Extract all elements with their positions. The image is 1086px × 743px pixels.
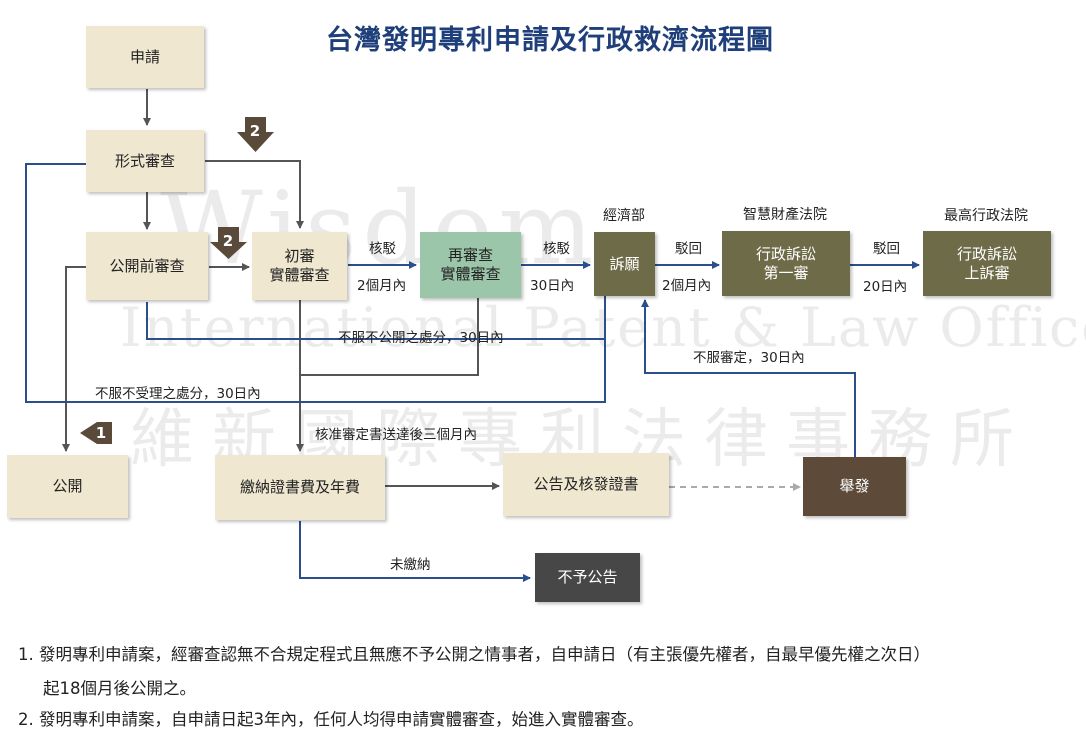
line-re-review-back bbox=[300, 298, 479, 376]
label-term-2-months-1: 2個月內 bbox=[357, 278, 407, 294]
badge-number-2-mid: 2 bbox=[222, 232, 234, 250]
re-review-line1: 再審查 bbox=[447, 246, 493, 264]
line-no-accept-to-petition bbox=[25, 163, 606, 403]
box-apply: 申請 bbox=[86, 26, 204, 88]
label-reject-2: 核駁 bbox=[543, 241, 570, 257]
box-re-review: 再審查 實體審查 bbox=[420, 232, 521, 298]
admin-appeal-line1: 行政訴訟 bbox=[956, 244, 1017, 263]
badge-number-1: 1 bbox=[95, 424, 107, 442]
box-publication: 公開 bbox=[7, 455, 128, 518]
box-pay-fees: 繳納證書費及年費 bbox=[215, 455, 385, 520]
re-review-line2: 實體審查 bbox=[440, 265, 501, 283]
box-initial-review: 初審 實體審查 bbox=[252, 232, 347, 300]
badge-arrow-shape-1 bbox=[237, 117, 274, 152]
note-1: 1. 發明專利申請案，經審查認無不合規定程式且無應不予公開之情事者，自申請日（有… bbox=[18, 643, 930, 667]
note-2-number: 2. bbox=[18, 710, 34, 729]
box-pre-publication-review: 公開前審查 bbox=[86, 232, 208, 300]
org-ip-court: 智慧財產法院 bbox=[743, 207, 827, 223]
note-1-number: 1. bbox=[18, 645, 34, 664]
box-announce-issue: 公告及核發證書 bbox=[503, 453, 669, 516]
label-reject-1: 核駁 bbox=[369, 241, 396, 257]
note-2-text: 發明專利申請案，自申請日起3年內，任何人均得申請實體審查，始進入實體審查。 bbox=[39, 710, 644, 729]
label-term-20-days: 20日內 bbox=[863, 279, 908, 295]
label-term-30-days: 30日內 bbox=[530, 278, 575, 294]
note-1-text: 發明專利申請案，經審查認無不合規定程式且無應不予公開之情事者，自申請日（有主張優… bbox=[39, 645, 930, 664]
arrow-invalidation-to-petition bbox=[641, 299, 856, 457]
label-invalidation-appeal: 不服審定，30日內 bbox=[693, 350, 805, 366]
note-2: 2. 發明專利申請案，自申請日起3年內，任何人均得申請實體審查，始進入實體審查。 bbox=[18, 708, 644, 732]
org-moea: 經濟部 bbox=[603, 208, 645, 224]
box-admin-litigation-appeal: 行政訴訟 上訴審 bbox=[923, 231, 1051, 296]
badge-arrow-shape-2 bbox=[210, 227, 247, 259]
badge-number-2-top: 2 bbox=[249, 122, 261, 140]
box-invalidation: 舉發 bbox=[803, 457, 906, 516]
box-petition: 訴願 bbox=[594, 232, 655, 296]
label-term-2-months-2: 2個月內 bbox=[662, 278, 712, 294]
box-admin-litigation-first: 行政訴訟 第一審 bbox=[722, 231, 850, 296]
admin-first-line1: 行政訴訟 bbox=[755, 244, 816, 263]
label-dismiss-1: 駁回 bbox=[675, 241, 702, 257]
line-no-publish-to-petition bbox=[146, 302, 605, 340]
box-formal-review: 形式審查 bbox=[86, 130, 204, 192]
page-title: 台灣發明專利申請及行政救濟流程圖 bbox=[326, 25, 774, 56]
note-1-continued: 起18個月後公開之。 bbox=[43, 679, 196, 698]
label-no-accept-disposition: 不服不受理之處分，30日內 bbox=[95, 386, 261, 402]
admin-first-line2: 第一審 bbox=[763, 263, 809, 282]
label-no-publish-disposition: 不服不公開之處分，30日內 bbox=[338, 330, 504, 346]
admin-appeal-line2: 上訴審 bbox=[964, 263, 1010, 282]
arrow-pre-to-publication bbox=[62, 266, 86, 452]
initial-review-line2: 實體審查 bbox=[269, 266, 330, 284]
label-unpaid: 未繳納 bbox=[390, 557, 431, 573]
box-not-announced: 不予公告 bbox=[535, 553, 640, 602]
label-dismiss-2: 駁回 bbox=[873, 241, 900, 257]
org-supreme-admin-court: 最高行政法院 bbox=[944, 208, 1028, 224]
badge-arrow-shape-3 bbox=[80, 422, 112, 444]
arrow-fees-to-not-announced bbox=[299, 521, 531, 582]
watermark-english: International Patent & Law Office bbox=[120, 296, 1086, 359]
arrow-formal-to-initial bbox=[205, 160, 304, 229]
label-approval-delivery: 核准審定書送達後三個月內 bbox=[315, 427, 477, 443]
initial-review-line1: 初審 bbox=[284, 247, 315, 265]
